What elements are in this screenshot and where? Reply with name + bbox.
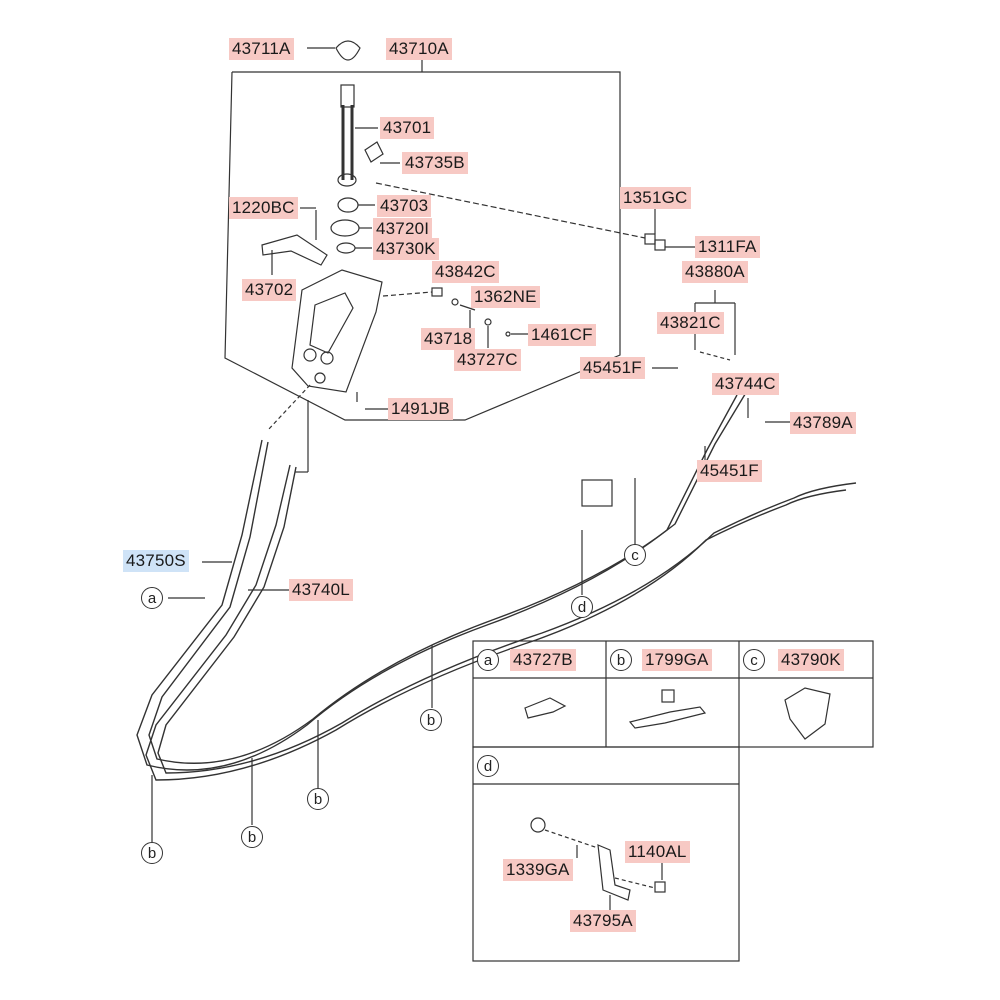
part-label-43880A[interactable]: 43880A [682,261,748,283]
part-label-1799GA[interactable]: 1799GA [642,649,712,671]
part-label-1311FA[interactable]: 1311FA [695,236,760,258]
part-label-1362NE[interactable]: 1362NE [471,286,540,308]
callout-b-3: b [241,826,263,848]
part-label-1220BC[interactable]: 1220BC [229,197,298,219]
part-label-43730K[interactable]: 43730K [373,238,439,260]
part-label-43821C[interactable]: 43821C [657,312,724,334]
part-label-43702[interactable]: 43702 [242,279,297,301]
table-callout-d: d [477,755,499,777]
callout-b-4: b [141,842,163,864]
part-label-43727C[interactable]: 43727C [454,349,521,371]
part-label-45451F-lower[interactable]: 45451F [697,460,762,482]
table-callout-a: a [477,649,499,671]
callout-b-1: b [420,709,442,731]
part-label-43703[interactable]: 43703 [377,195,432,217]
part-label-43710A[interactable]: 43710A [386,38,452,60]
part-label-43750S[interactable]: 43750S [123,550,189,572]
part-label-43744C[interactable]: 43744C [712,373,779,395]
part-label-43701[interactable]: 43701 [380,117,435,139]
part-label-43789A[interactable]: 43789A [790,412,856,434]
part-label-45451F-upper[interactable]: 45451F [580,357,645,379]
part-label-43790K[interactable]: 43790K [778,649,844,671]
part-label-43795A[interactable]: 43795A [570,910,636,932]
part-label-43711A[interactable]: 43711A [229,38,294,60]
part-label-43727B[interactable]: 43727B [510,649,576,671]
part-label-1461CF[interactable]: 1461CF [528,324,596,346]
part-label-1140AL[interactable]: 1140AL [625,841,690,863]
part-label-43740L[interactable]: 43740L [289,579,353,601]
part-label-43718[interactable]: 43718 [421,328,476,350]
part-label-43842C[interactable]: 43842C [432,261,499,283]
part-label-1339GA[interactable]: 1339GA [503,859,573,881]
callout-b-2: b [307,788,329,810]
callout-c: c [624,544,646,566]
part-label-1491JB[interactable]: 1491JB [388,398,453,420]
part-label-43720I[interactable]: 43720I [373,218,433,240]
table-callout-b: b [610,649,632,671]
callout-a: a [141,587,163,609]
shifter-assembly-frame [224,71,621,421]
callout-d: d [571,596,593,618]
part-label-1351GC[interactable]: 1351GC [620,187,691,209]
table-callout-c: c [743,649,765,671]
part-label-43735B[interactable]: 43735B [402,152,468,174]
